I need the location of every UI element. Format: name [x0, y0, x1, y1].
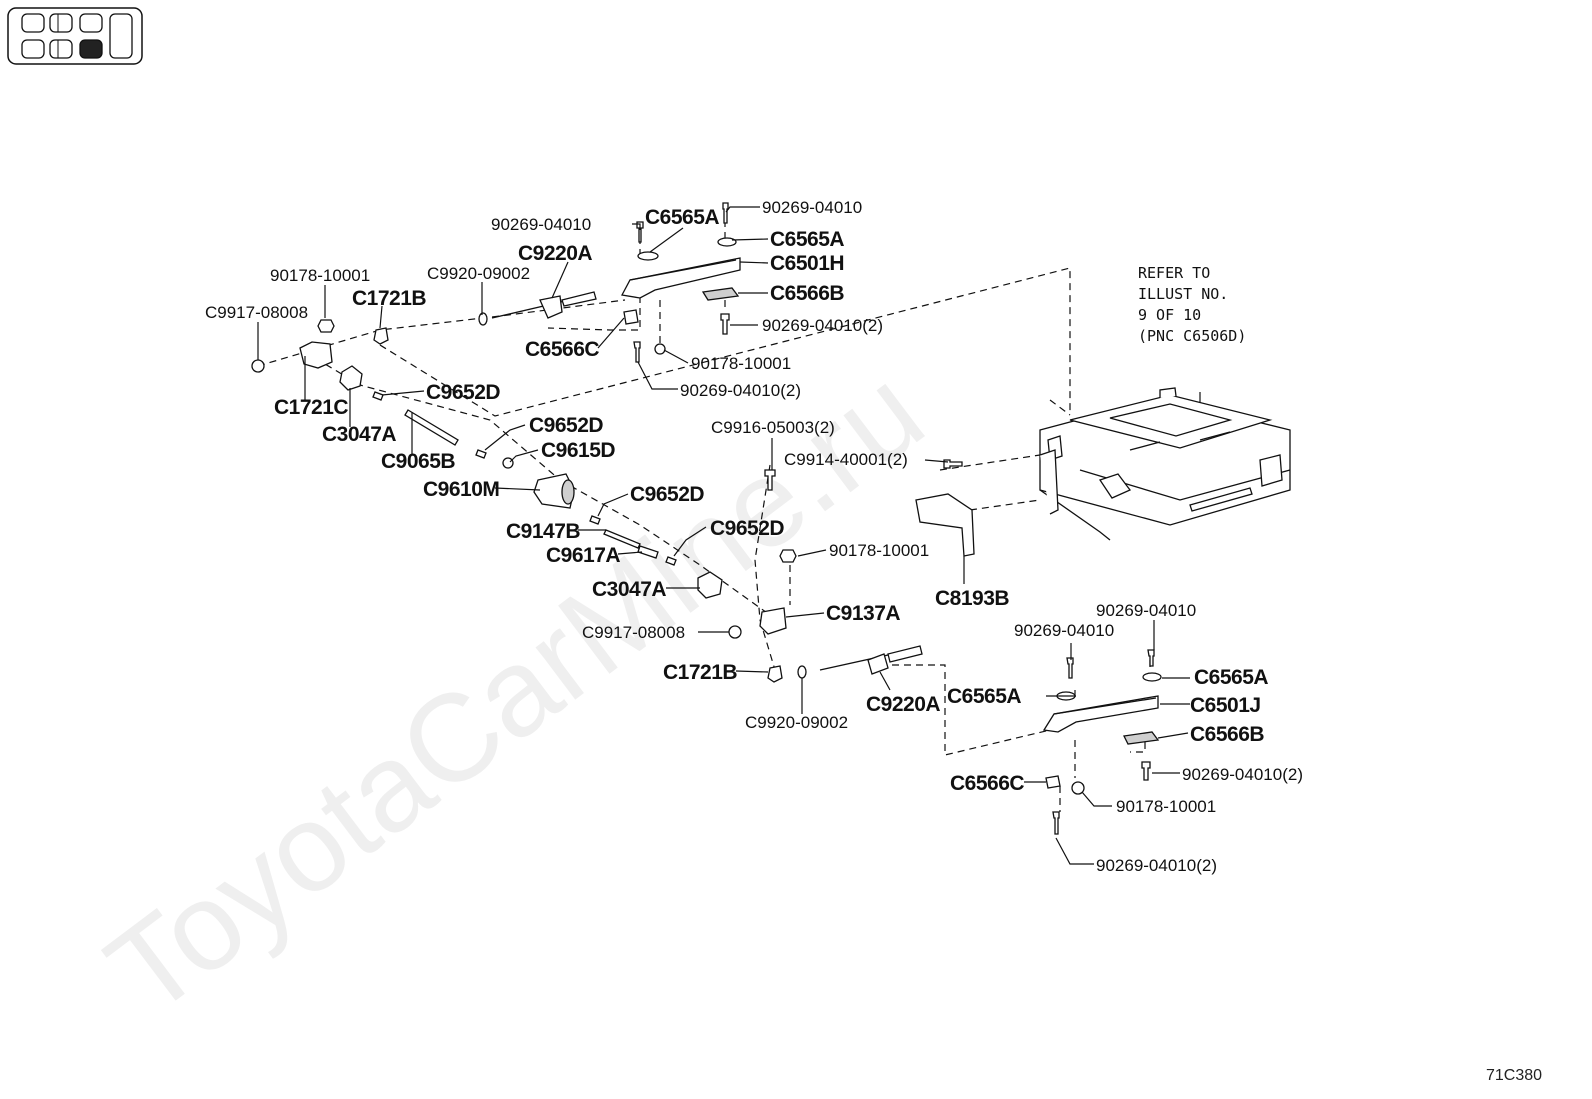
label-C1721C: C1721C	[274, 396, 348, 419]
refer-note-line-2: ILLUST NO.	[1138, 285, 1228, 303]
label-C9617A: C9617A	[546, 544, 620, 567]
label-C6566C: C6566C	[525, 338, 599, 361]
label-C9137A: C9137A	[826, 602, 900, 625]
label-C9220A: C9220A	[866, 693, 940, 716]
label-90269-04010: 90269-04010	[762, 198, 862, 217]
label-C9917-08008: C9917-08008	[205, 303, 308, 322]
label-C9652D: C9652D	[529, 414, 603, 437]
label-C9610M: C9610M	[423, 478, 499, 501]
label-90269-04010-2: 90269-04010(2)	[1096, 856, 1217, 875]
label-C9652D: C9652D	[426, 381, 500, 404]
label-C9917-08008: C9917-08008	[582, 623, 685, 642]
diagram-code: 71C380	[1486, 1067, 1542, 1084]
label-90269-04010: 90269-04010	[491, 215, 591, 234]
label-90178-10001: 90178-10001	[270, 266, 370, 285]
label-90269-04010: 90269-04010	[1014, 621, 1114, 640]
label-C9920-09002: C9920-09002	[745, 713, 848, 732]
leader-lines	[257, 206, 1201, 865]
label-C8193B: C8193B	[935, 587, 1009, 610]
label-90269-04010: 90269-04010	[1096, 601, 1196, 620]
label-C9615D: C9615D	[541, 439, 615, 462]
label-C1721B: C1721B	[352, 287, 426, 310]
label-C3047A: C3047A	[322, 423, 396, 446]
label-C1721B: C1721B	[663, 661, 737, 684]
label-C3047A: C3047A	[592, 578, 666, 601]
label-C9914-40001-2: C9914-40001(2)	[784, 450, 908, 469]
label-90269-04010-2: 90269-04010(2)	[1182, 765, 1303, 784]
seat-locator-icon	[7, 7, 143, 65]
label-90178-10001: 90178-10001	[691, 354, 791, 373]
label-C6501H: C6501H	[770, 252, 844, 275]
label-C9916-05003-2: C9916-05003(2)	[711, 418, 835, 437]
refer-note-line-1: REFER TO	[1138, 264, 1210, 282]
part-labels: 90269-04010 C6565A 90269-04010 C6565A C9…	[205, 198, 1303, 875]
label-C6565A: C6565A	[1194, 666, 1268, 689]
watermark-text: ToyotaCarMine.ru	[83, 342, 948, 1041]
label-90178-10001: 90178-10001	[1116, 797, 1216, 816]
part-shapes	[251, 202, 1291, 835]
label-C6566B: C6566B	[770, 282, 844, 305]
label-C6565A: C6565A	[645, 206, 719, 229]
label-90178-10001: 90178-10001	[829, 541, 929, 560]
label-C9920-09002: C9920-09002	[427, 264, 530, 283]
refer-note-line-3: 9 OF 10	[1138, 306, 1201, 324]
refer-note-line-4: (PNC C6506D)	[1138, 327, 1246, 345]
label-C9065B: C9065B	[381, 450, 455, 473]
label-C6501J: C6501J	[1190, 694, 1261, 717]
label-C9652D: C9652D	[710, 517, 784, 540]
label-C9652D: C9652D	[630, 483, 704, 506]
label-90269-04010-2: 90269-04010(2)	[762, 316, 883, 335]
label-C6566C: C6566C	[950, 772, 1024, 795]
label-C9220A: C9220A	[518, 242, 592, 265]
label-C6566B: C6566B	[1190, 723, 1264, 746]
label-C9147B: C9147B	[506, 520, 580, 543]
label-90269-04010-2: 90269-04010(2)	[680, 381, 801, 400]
refer-note: REFER TO ILLUST NO. 9 OF 10 (PNC C6506D)	[1138, 264, 1246, 345]
seat-frame-illustration	[1039, 387, 1291, 541]
label-C6565A: C6565A	[770, 228, 844, 251]
label-C6565A: C6565A	[947, 685, 1021, 708]
